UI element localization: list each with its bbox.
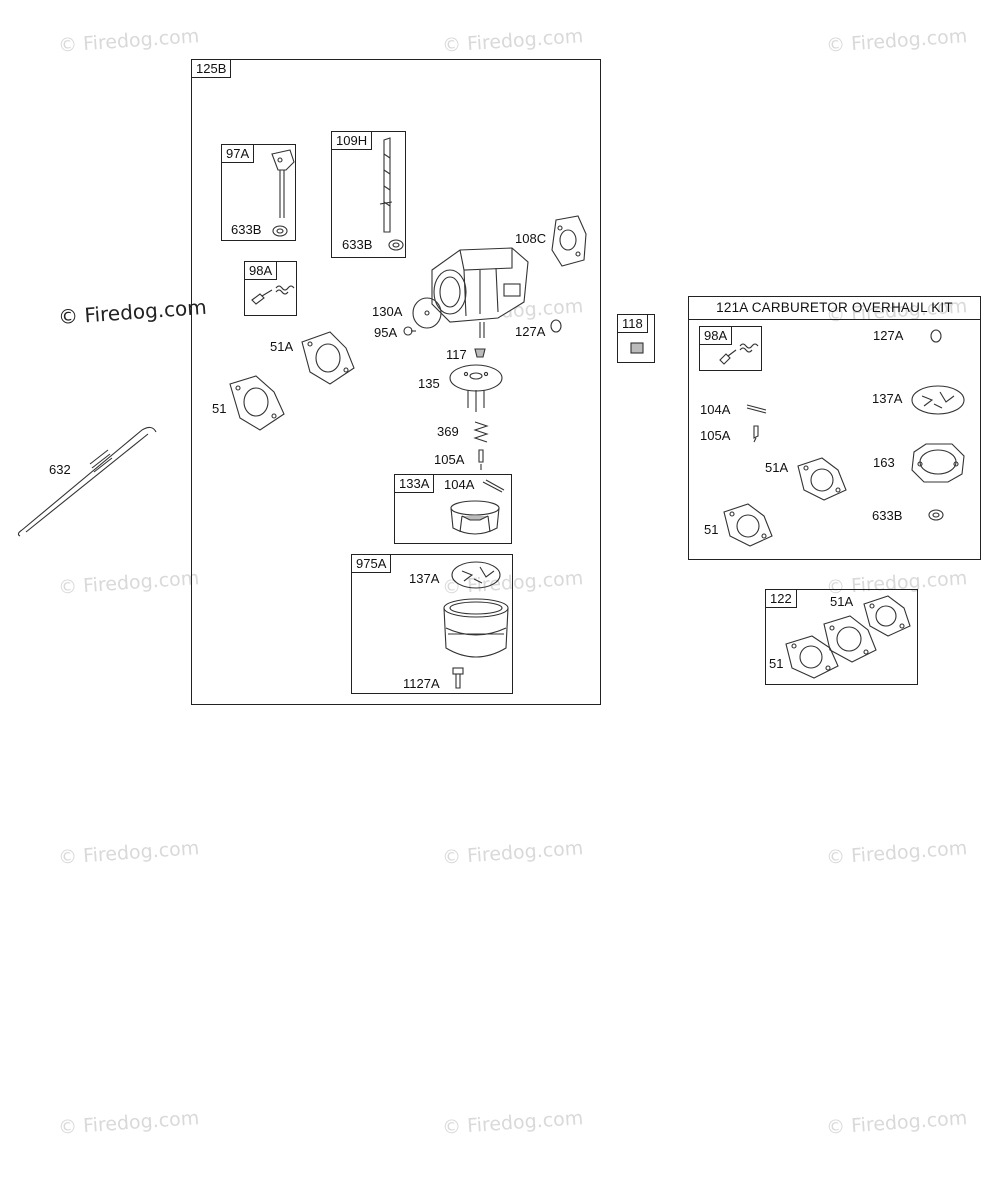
part-label: 51A [765, 460, 789, 475]
part-label: 127A [873, 328, 904, 343]
gasket-51-part [229, 375, 285, 431]
group-tag: 133A [394, 474, 435, 493]
part-label: 95A [374, 325, 398, 340]
group-125b: 125B [191, 59, 601, 705]
seal-633b-part [928, 509, 944, 521]
group-97a: 97A [221, 144, 296, 241]
part-label: 163 [873, 455, 895, 470]
plate-130a-part [412, 297, 442, 329]
group-tag: 97A [221, 144, 255, 163]
group-98a-kit: 98A [699, 326, 762, 371]
group-133a: 133A [394, 474, 512, 544]
part-label: 633B [231, 222, 262, 237]
group-122-kit: 122 [765, 589, 918, 685]
gasket-163-part [911, 443, 965, 483]
watermark: © Firedog.com [825, 1107, 968, 1139]
part-label: 51A [830, 594, 854, 609]
watermark: © Firedog.com [57, 567, 200, 599]
part-label: 137A [872, 391, 903, 406]
oring-127a-part [930, 329, 942, 343]
group-tag: 98A [244, 261, 278, 280]
part-label: 117 [446, 347, 467, 362]
gasket-51a-part [301, 331, 355, 385]
carburetor-body-part [431, 247, 529, 338]
gasket-51-part [785, 635, 839, 679]
part-label: 632 [49, 462, 71, 477]
float-bowl-insert-part [450, 500, 500, 535]
part-label: 130A [372, 304, 403, 319]
plug-118-part [630, 342, 644, 354]
part-label: 51 [769, 656, 784, 671]
watermark: © Firedog.com [57, 294, 208, 330]
group-tag: 122 [765, 589, 797, 608]
gasket-51a-part [797, 457, 847, 501]
part-label: 108C [515, 231, 547, 246]
part-label: 51 [212, 401, 227, 416]
gasket-51a-part [863, 595, 911, 637]
part-label: 137A [409, 571, 440, 586]
screw-95a-part [403, 326, 416, 336]
needle-105a-part [753, 425, 759, 443]
seal-part [272, 225, 288, 237]
group-98a: 98A [244, 261, 297, 316]
group-121a-overhaul-kit: 121A CARBURETOR OVERHAUL KIT [688, 296, 981, 560]
float-bowl-part [443, 598, 509, 658]
pin-104a-part [482, 479, 505, 493]
gasket-51-part [723, 503, 773, 547]
group-975a: 975A [351, 554, 513, 694]
part-label: 105A [700, 428, 731, 443]
kit-title: 121A CARBURETOR OVERHAUL KIT [689, 297, 980, 320]
jet-117-part [474, 348, 486, 358]
screw-spring-part [251, 285, 295, 305]
spring-369-part [473, 421, 489, 443]
watermark: © Firedog.com [441, 1107, 584, 1139]
group-tag: 109H [331, 131, 373, 150]
part-label: 105A [434, 452, 465, 467]
gasket-108c-part [551, 215, 587, 267]
group-109h: 109H [331, 131, 406, 258]
screw-1127a-part [452, 667, 464, 689]
watermark: © Firedog.com [441, 25, 584, 57]
linkage-632-part [17, 426, 157, 537]
group-tag: 975A [351, 554, 392, 573]
oring-127a-part [550, 319, 562, 333]
part-label: 633B [342, 237, 373, 252]
seal-part [388, 239, 404, 251]
throttle-shaft-part [379, 137, 393, 233]
part-label: 51A [270, 339, 294, 354]
part-label: 104A [444, 477, 475, 492]
watermark: © Firedog.com [57, 1107, 200, 1139]
part-label: 135 [418, 376, 440, 391]
watermark: © Firedog.com [825, 25, 968, 57]
gasket-part [823, 615, 877, 663]
float-135-part [449, 364, 503, 412]
part-label: 633B [872, 508, 903, 523]
group-tag: 118 [617, 314, 648, 333]
pin-104a-part [746, 404, 767, 414]
group-tag: 125B [191, 59, 232, 78]
part-label: 104A [700, 402, 731, 417]
needle-105a-part [478, 449, 484, 470]
group-tag: 98A [699, 326, 733, 345]
choke-lever-part [271, 149, 295, 218]
watermark: © Firedog.com [57, 837, 200, 869]
watermark: © Firedog.com [441, 837, 584, 869]
part-label: 1127A [403, 676, 440, 691]
watermark: © Firedog.com [825, 837, 968, 869]
screw-spring-part [719, 343, 759, 365]
part-label: 127A [515, 324, 546, 339]
gasket-137a-part [451, 561, 501, 589]
part-label: 51 [704, 522, 719, 537]
part-label: 369 [437, 424, 459, 439]
watermark: © Firedog.com [57, 25, 200, 57]
group-118: 118 [617, 314, 655, 363]
gasket-137a-part [911, 385, 965, 415]
